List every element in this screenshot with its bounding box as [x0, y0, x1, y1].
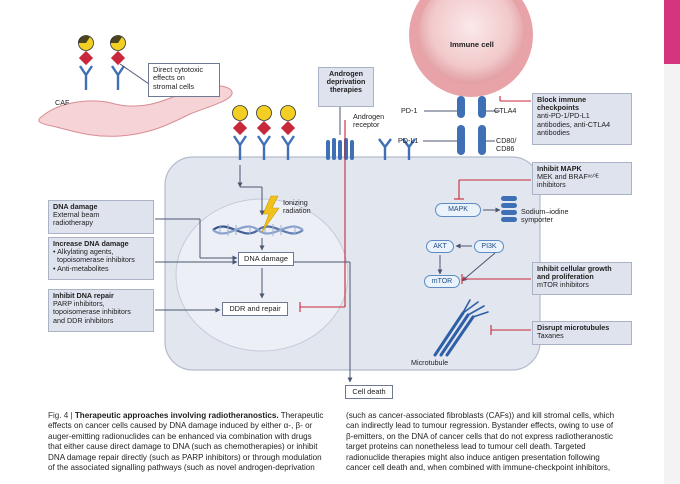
cytotoxic-note-line: Direct cytotoxic [153, 65, 204, 74]
caption-line: Fig. 4 | Therapeutic approaches involvin… [48, 411, 323, 421]
journal-margin [664, 64, 680, 484]
right-box-title: Disrupt microtubules [537, 323, 610, 332]
caption-line: β-emitters, on the DNA of cancer cells t… [346, 431, 613, 441]
left-box-title: Inhibit DNA repair [53, 291, 114, 300]
ctla4-label: CTLA4 [494, 106, 517, 115]
adt-title-line: therapies [330, 85, 362, 95]
right-box-title: checkpoints [537, 103, 579, 113]
caption-line: cancer cell death and, when combined wit… [346, 463, 611, 473]
caption-right-column: (such as cancer-associated fibroblasts (… [346, 411, 614, 473]
figure-title: Therapeutic approaches involving radioth… [74, 411, 279, 420]
left-box-line: topoisomerase inhibitors [53, 255, 135, 265]
androgen-receptor-label: Androgen receptor [353, 112, 385, 130]
left-box-line: PARP inhibitors, [53, 299, 105, 309]
right-box-line: MEK and BRAFᵛ⁶⁰ᴱ [537, 172, 599, 182]
sodium-iodine-symporter-icon [501, 196, 517, 222]
figure-number: Fig. 4 | [48, 411, 73, 420]
sodium-iodine-label-line: symporter [521, 215, 553, 225]
right-box-title: Inhibit cellular growth [537, 264, 612, 273]
left-box-line: • Alkylating agents, [53, 247, 114, 257]
cell-surface-receptors [233, 135, 416, 160]
androgen-receptor-icon [326, 138, 354, 160]
immune-cell-label: Immune cell [450, 40, 494, 49]
caf-label: CAF [55, 98, 70, 107]
caption-line: that either cause direct damage to DNA (… [48, 442, 318, 452]
dna-helix-icon [212, 224, 304, 236]
journal-tab-accent [664, 0, 680, 64]
mapk-node: MAPK [435, 203, 481, 217]
adt-box: Androgen deprivation therapies [318, 67, 374, 107]
caption-line: of the associated signalling pathways (s… [48, 463, 315, 473]
right-box-line: inhibitors [537, 180, 566, 190]
left-box-line: • Anti-metabolites [53, 263, 109, 273]
caption-left-column: Fig. 4 | Therapeutic approaches involvin… [48, 411, 323, 473]
right-box-line: antibodies, anti-CTLA4 [537, 119, 611, 129]
akt-node: AKT [426, 240, 454, 253]
left-box-line: topoisomerase inhibitors [53, 307, 131, 317]
caf-receptors [79, 65, 125, 90]
left-box-line: radiotherapy [53, 218, 93, 228]
caption-line: auger-emitting radionuclides can be enha… [48, 431, 312, 441]
right-box-line: anti-PD-1/PD-L1 [537, 111, 590, 121]
cytotoxic-note-line: effects on [153, 73, 185, 83]
left-box-inhibit-dna-repair: Inhibit DNA repair PARP inhibitors, topo… [48, 289, 154, 332]
dna-damage-node: DNA damage [238, 252, 294, 266]
cell-death-node: Cell death [345, 385, 393, 399]
pd1-label: PD-1 [401, 106, 418, 115]
right-box-line: antibodies [537, 127, 570, 137]
left-box-dna-damage: DNA damage External beam radiotherapy [48, 200, 154, 234]
left-box-title: DNA damage [53, 202, 98, 211]
right-box-inhibit-growth: Inhibit cellular growth and proliferatio… [532, 262, 632, 295]
microtubule-icon [433, 299, 489, 357]
caption-line: (such as cancer-associated fibroblasts (… [346, 411, 615, 420]
ionizing-label-line: radiation [283, 206, 311, 216]
cd80-label: CD80/ CD86 [496, 136, 517, 154]
left-box-line: and DDR inhibitors [53, 315, 114, 325]
right-box-title: Inhibit MAPK [537, 164, 582, 173]
ionizing-radiation-label: Ionizing radiation [283, 198, 311, 216]
caption-line: radionuclide therapies might also induce… [346, 452, 600, 462]
caf-cell [38, 85, 233, 137]
right-box-title: Block immune [537, 95, 587, 104]
androgen-receptor-label-line: Androgen [353, 112, 385, 121]
right-box-title: and proliferation [537, 272, 594, 282]
bound-nuclides [232, 105, 296, 136]
caption-line: target proteins can nonetheless lead to … [346, 442, 586, 452]
ddr-repair-node: DDR and repair [222, 302, 288, 316]
pd1-receptor [457, 96, 486, 155]
adt-title-line: Androgen [329, 69, 363, 78]
right-box-line: mTOR inhibitors [537, 280, 589, 290]
caption-line: DNA damage repair directly (such as PARP… [48, 452, 322, 462]
caf-nuclides [78, 35, 126, 66]
caption-line: can indirectly lead to tumour regression… [346, 421, 614, 431]
left-box-increase-dna-damage: Increase DNA damage • Alkylating agents,… [48, 237, 154, 280]
androgen-receptor-label-line: receptor [353, 120, 380, 130]
microtubule-label: Microtubule [411, 358, 449, 367]
ionizing-label-line: Ionizing [283, 198, 308, 207]
sodium-iodine-label-line: Sodium–iodine [521, 207, 569, 216]
pi3k-node: PI3K [474, 240, 504, 253]
cytotoxic-note-line: stromal cells [153, 81, 195, 91]
caption-text: Therapeutic [278, 411, 324, 420]
cd80-label-line: CD86 [496, 144, 515, 154]
sodium-iodine-label: Sodium–iodine symporter [521, 207, 569, 225]
pdl1-label: PD-L1 [398, 136, 419, 145]
mtor-node: mTOR [424, 275, 460, 288]
cd80-label-line: CD80/ [496, 136, 517, 145]
caption-line: effects on cancer cells caused by DNA da… [48, 421, 313, 431]
immune-cell [409, 0, 533, 97]
cytotoxic-note: Direct cytotoxic effects on stromal cell… [148, 63, 220, 97]
left-box-line: External beam [53, 210, 100, 220]
right-box-inhibit-mapk: Inhibit MAPK MEK and BRAFᵛ⁶⁰ᴱ inhibitors [532, 162, 632, 195]
adt-title-line: deprivation [326, 77, 366, 87]
right-box-disrupt-microtubules: Disrupt microtubules Taxanes [532, 321, 632, 345]
right-box-line: Taxanes [537, 331, 564, 341]
right-box-immune-checkpoints: Block immune checkpoints anti-PD-1/PD-L1… [532, 93, 632, 145]
left-box-title: Increase DNA damage [53, 239, 129, 248]
